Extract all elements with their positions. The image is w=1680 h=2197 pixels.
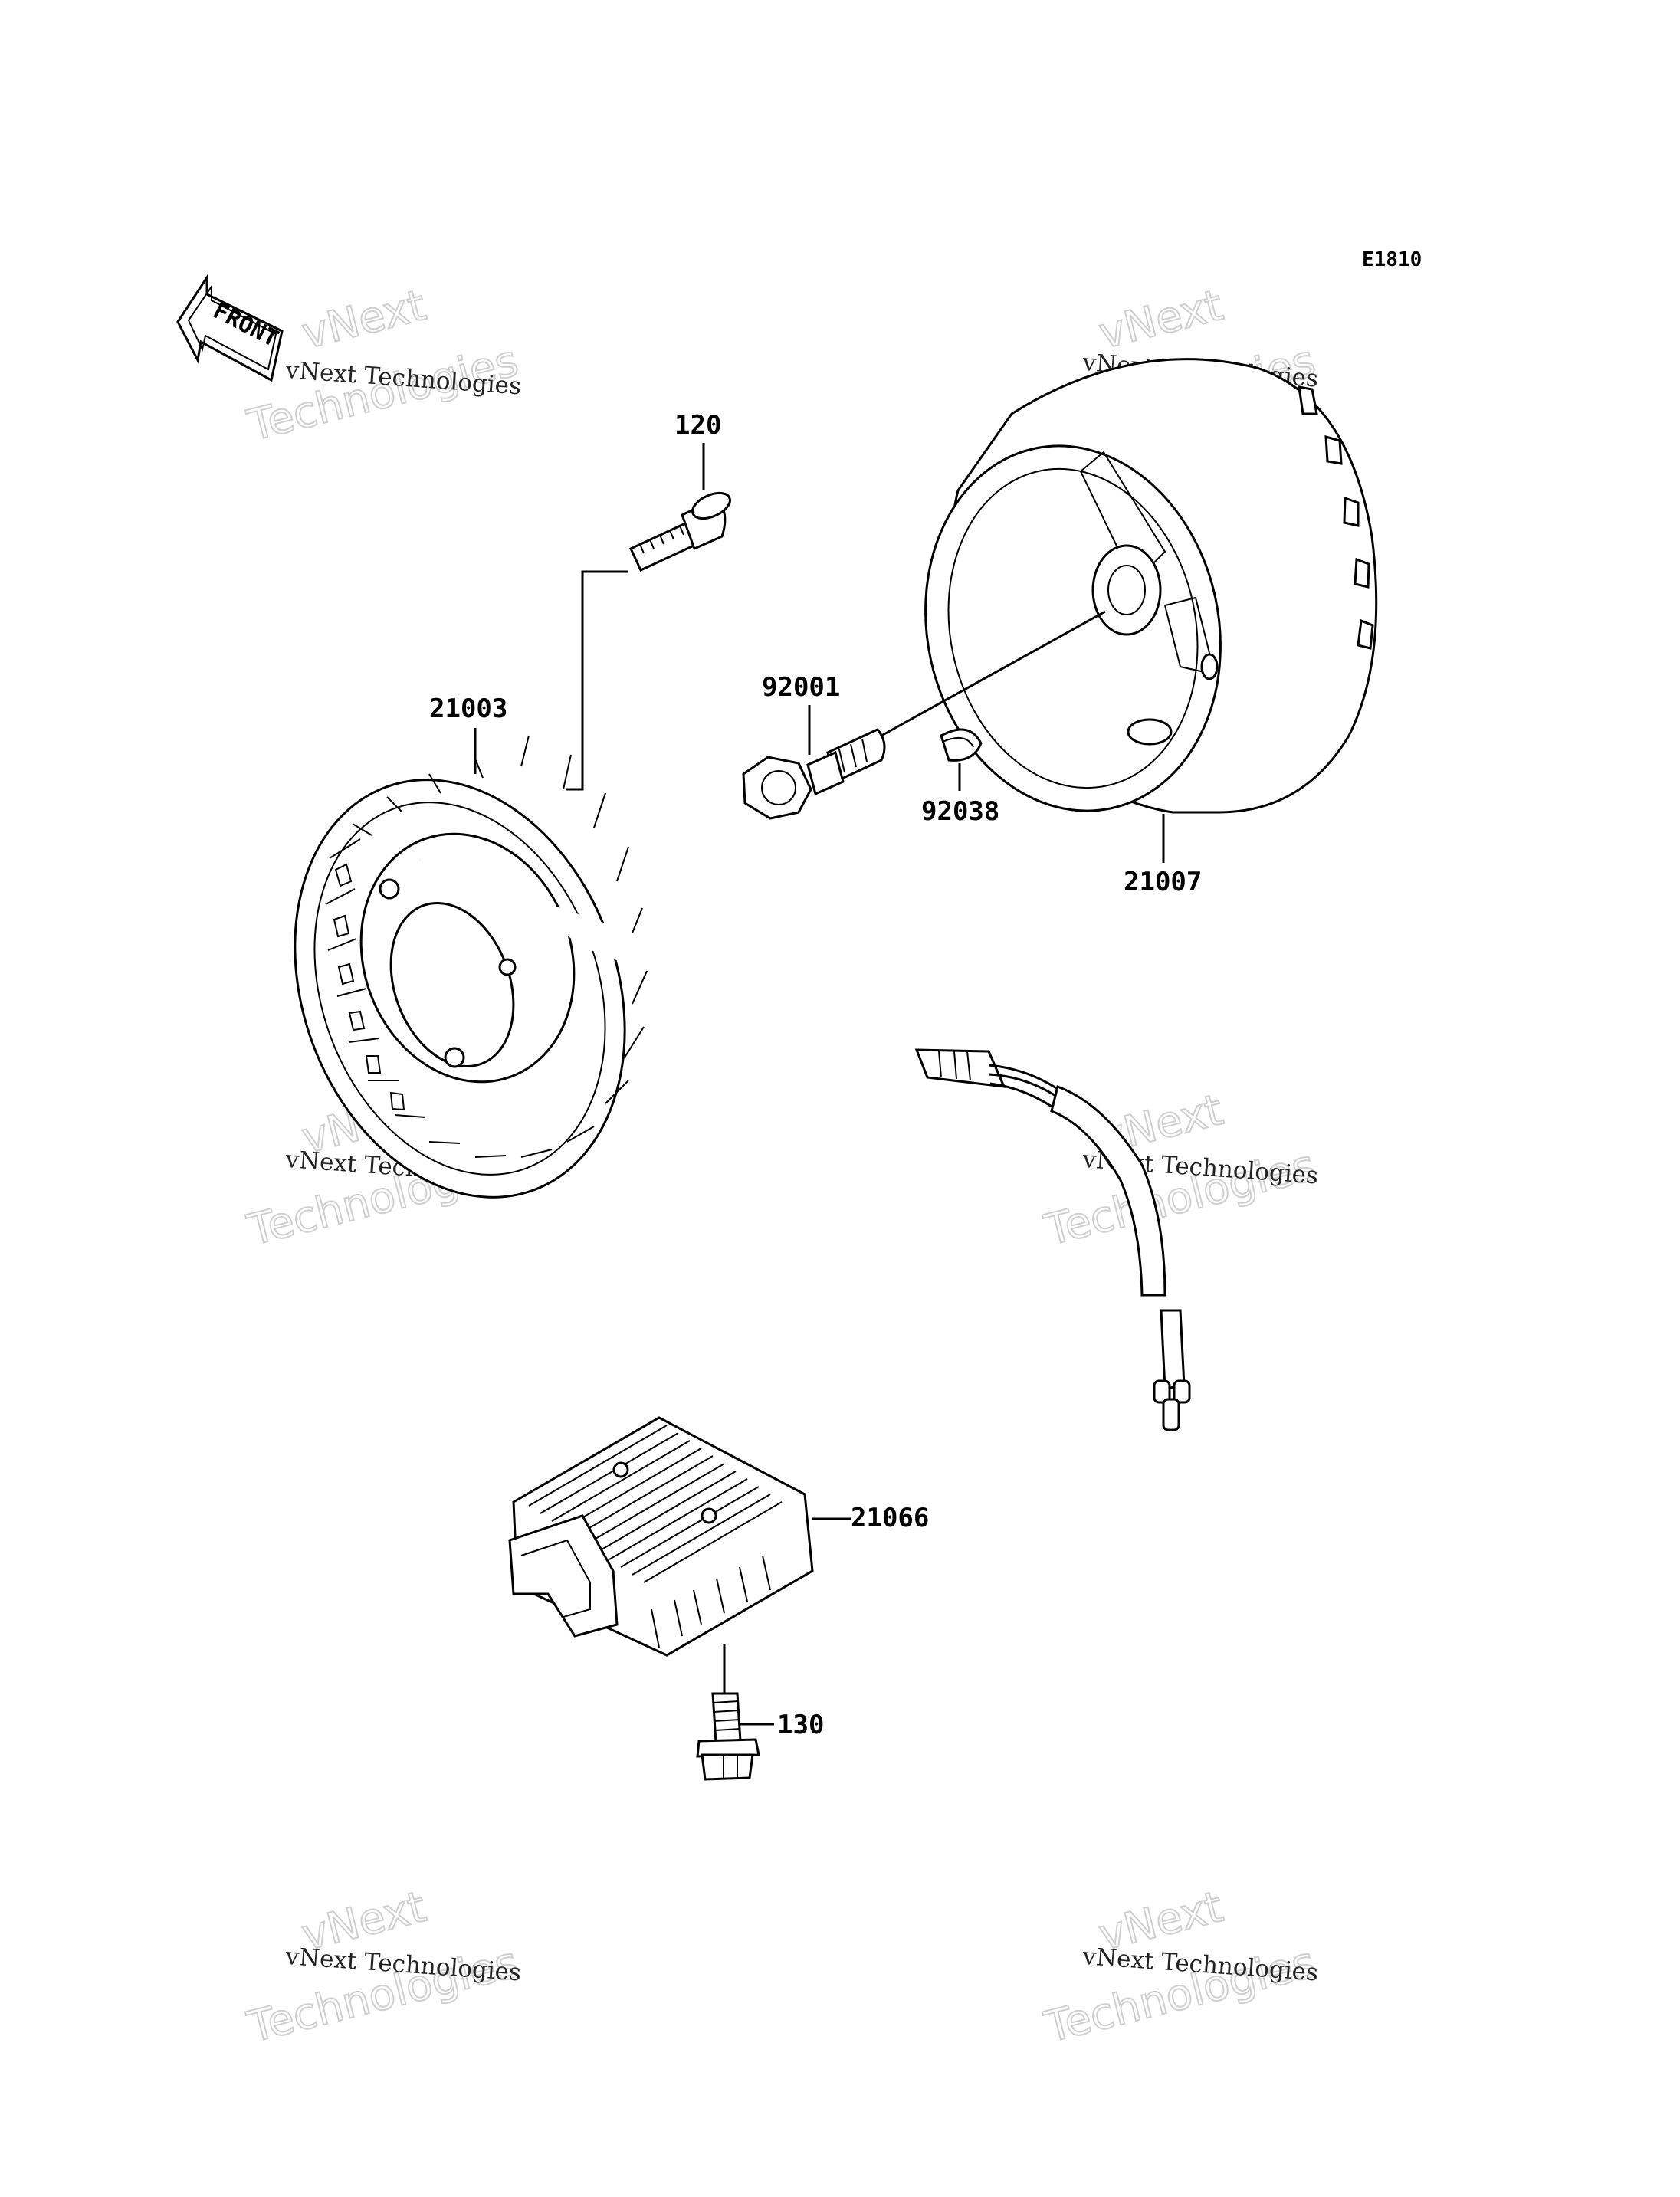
bolt-120-icon <box>629 491 731 572</box>
part-label-21066: 21066 <box>851 1503 929 1533</box>
flywheel-bolt-92001-icon <box>742 728 886 820</box>
watermark-top-left: vNext Technologies vNext Technologies <box>242 280 524 452</box>
part-label-21003: 21003 <box>429 694 507 724</box>
woodruff-key-92038-icon <box>940 728 983 762</box>
watermark-big-1: vNext <box>297 280 431 359</box>
wire-harness-icon <box>914 1048 1191 1431</box>
part-label-120: 120 <box>674 410 721 441</box>
part-label-130: 130 <box>777 1710 824 1740</box>
watermark-bottom-left: vNext Technologies vNext Technologies <box>242 1881 524 2054</box>
stator-21003-icon <box>294 735 997 1199</box>
rotor-21007-icon <box>924 358 1378 814</box>
part-label-92038: 92038 <box>921 796 999 827</box>
diagram-code: E1810 <box>1362 248 1422 271</box>
part-label-21007: 21007 <box>1124 867 1202 897</box>
front-arrow-icon: FRONT <box>176 273 284 382</box>
part-label-92001: 92001 <box>762 672 840 703</box>
watermark-big-1: vNext <box>1094 280 1228 359</box>
watermark-bottom-right: vNext Technologies vNext Technologies <box>1039 1881 1321 2054</box>
regulator-21066-icon <box>508 1416 814 1657</box>
flange-bolt-130-icon <box>696 1692 760 1781</box>
